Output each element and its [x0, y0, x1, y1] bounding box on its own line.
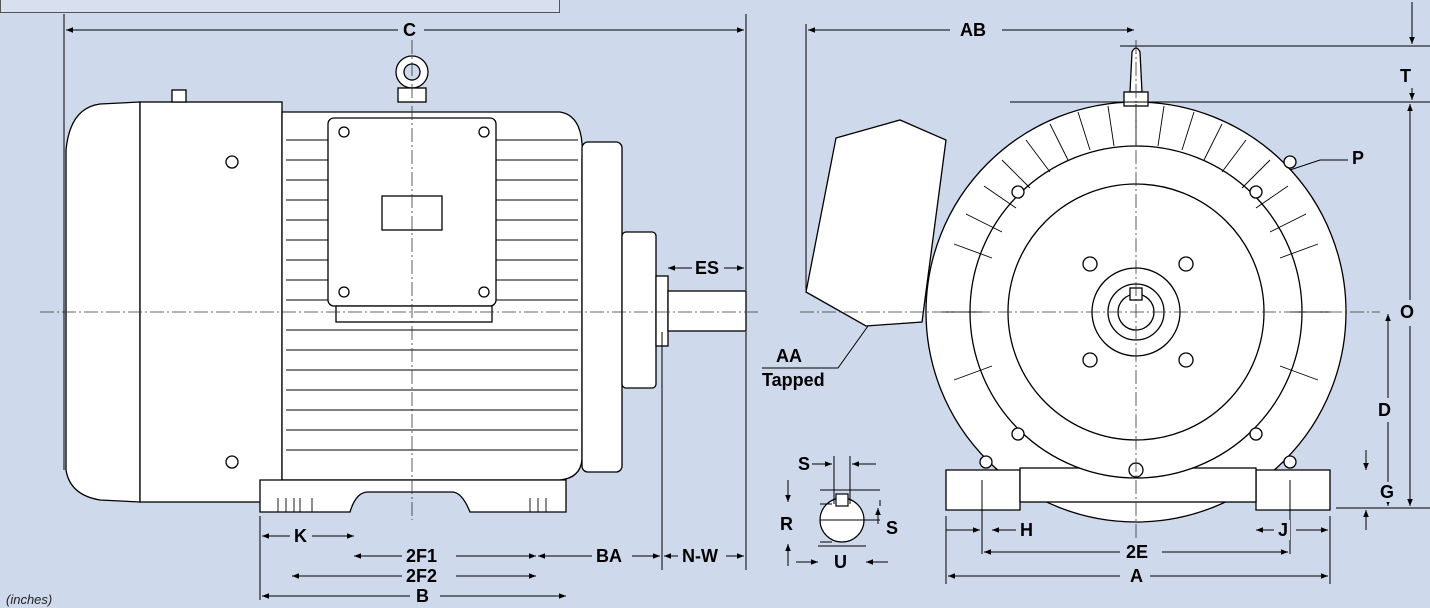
dim-label-n-w: N-W [680, 546, 720, 566]
dim-label-j: J [1276, 520, 1291, 540]
dim-label-b: B [414, 586, 431, 606]
dim-label-2e: 2E [1124, 542, 1151, 562]
drive-end-bracket [581, 141, 623, 473]
end-foot-left [945, 469, 1021, 511]
dim-label-a: A [1128, 566, 1145, 586]
dim-label-tapped: Tapped [760, 370, 827, 390]
dim-label-2f1: 2F1 [404, 546, 440, 566]
mounting-foot [259, 479, 567, 513]
dim-label-o: O [1398, 302, 1417, 322]
dim-label-s-top: S [796, 454, 813, 474]
dim-label-s-side: S [884, 518, 901, 538]
dim-label-es: ES [693, 258, 722, 278]
shaft-key-detail [819, 493, 865, 543]
cooling-fins [277, 139, 578, 512]
dim-label-u: U [832, 552, 849, 572]
fan-cover [65, 101, 141, 503]
dim-label-p: P [1350, 148, 1367, 168]
unit-note: (inches) [6, 592, 53, 607]
conduit-box [805, 119, 947, 327]
dim-label-h: H [1018, 520, 1035, 540]
dim-label-k: K [292, 526, 309, 546]
dim-label-d: D [1376, 400, 1393, 420]
dimension-lines [63, 2, 1430, 600]
shaft [667, 290, 747, 332]
end-foot-right [1255, 469, 1331, 511]
header-frame [0, 0, 560, 13]
dim-label-c: C [401, 20, 418, 40]
dim-label-2f2: 2F2 [404, 566, 440, 586]
side-view [65, 55, 747, 513]
dim-label-t: T [1398, 66, 1413, 86]
dim-label-ab: AB [958, 20, 988, 40]
dim-label-aa: AA [774, 346, 804, 366]
dim-label-ba: BA [594, 546, 624, 566]
end-view [805, 47, 1347, 523]
dim-label-r: R [778, 514, 795, 534]
center-lines [40, 40, 1380, 540]
bearing-cap [621, 231, 657, 389]
end-bracket [139, 101, 283, 503]
dim-label-g: G [1378, 482, 1397, 502]
